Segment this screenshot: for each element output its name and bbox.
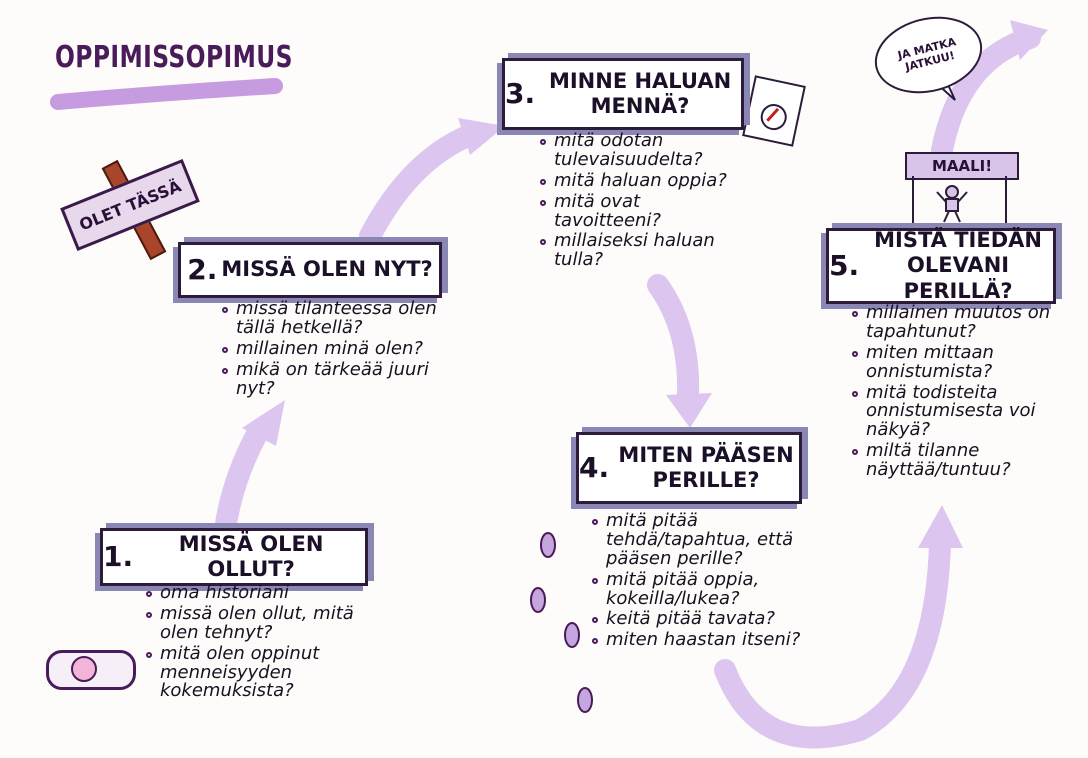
step-heading: MISTÄ TIEDÄN OLEVANI PERILLÄ? [874, 228, 1042, 303]
arrow-onward [931, 27, 1041, 161]
question-item: miltä tilanne näyttää/tuntuu? [852, 441, 1058, 480]
question-item: mitä olen oppinut menneisyyden kokemuksi… [146, 644, 376, 702]
arrowhead-1-to-2 [242, 400, 285, 446]
step-3-questions: mitä odotan tulevaisuudelta? mitä haluan… [540, 131, 750, 272]
arrow-1-to-2 [214, 421, 269, 541]
step-heading: MISSÄ OLEN NYT? [221, 257, 433, 282]
step-heading: MITEN PÄÄSEN PERILLE? [618, 442, 794, 492]
step-number: 4. [579, 451, 610, 485]
arrow-3-to-4 [647, 274, 700, 406]
finish-person-icon [936, 185, 968, 223]
step-4-heading-box: 4. MITEN PÄÄSEN PERILLE? [576, 432, 802, 504]
question-item: missä olen ollut, mitä olen tehnyt? [146, 604, 376, 643]
question-item: millainen muutos on tapahtunut? [852, 303, 1058, 342]
question-item: keitä pitää tavata? [592, 610, 838, 629]
arrowhead-3-to-4 [666, 393, 712, 428]
step-heading: MISSÄ OLEN OLLUT? [178, 531, 324, 581]
finish-pole-right [1005, 176, 1007, 224]
question-item: mitä pitää tehdä/tapahtua, että pääsen p… [592, 511, 838, 569]
question-item: millaiseksi haluan tulla? [540, 232, 750, 270]
arrowhead-onward [1010, 20, 1048, 60]
arrow-4-to-5 [714, 534, 951, 749]
step-number: 3. [505, 77, 536, 111]
question-item: oma historiani [146, 583, 376, 603]
step-1-heading-box: 1. MISSÄ OLEN OLLUT? [100, 528, 368, 586]
footprints [530, 532, 593, 713]
step-heading: MINNE HALUAN MENNÄ? [548, 68, 732, 118]
question-item: mitä todisteita onnistumisesta voi näkyä… [852, 383, 1058, 441]
arrow-2-to-3 [359, 124, 481, 247]
arrowhead-4-to-5 [918, 505, 963, 548]
arrowhead-2-to-3 [458, 118, 505, 155]
step-5-heading-box: 5. MISTÄ TIEDÄN OLEVANI PERILLÄ? [826, 228, 1056, 304]
question-item: mikä on tärkeää juuri nyt? [222, 360, 462, 399]
question-item: mitä haluan oppia? [540, 171, 750, 191]
finish-pole-left [912, 176, 914, 224]
question-item: mitä odotan tulevaisuudelta? [540, 131, 750, 170]
finish-banner: MAALI! [905, 152, 1019, 180]
step-number: 1. [103, 540, 134, 574]
page-title: OPPIMISSOPIMUS [55, 40, 293, 75]
step-2-heading-box: 2. MISSÄ OLEN NYT? [178, 242, 442, 298]
question-item: mitä ovat tavoitteeni? [540, 192, 750, 231]
question-item: miten haastan itseni? [592, 630, 838, 650]
step-2-questions: missä tilanteessa olen tällä hetkellä? m… [222, 299, 462, 400]
question-item: miten mittaan onnistumista? [852, 343, 1058, 382]
title-underline [50, 78, 283, 110]
step-4-questions: mitä pitää tehdä/tapahtua, että pääsen p… [592, 511, 838, 652]
question-item: mitä pitää oppia, kokeilla/lukea? [592, 570, 838, 609]
question-item: missä tilanteessa olen tällä hetkellä? [222, 299, 462, 338]
step-number: 5. [829, 249, 860, 283]
step-number: 2. [187, 253, 218, 287]
step-5-questions: millainen muutos on tapahtunut? miten mi… [852, 303, 1058, 482]
question-item: millainen minä olen? [222, 339, 462, 359]
step-1-questions: oma historiani missä olen ollut, mitä ol… [146, 583, 376, 703]
rearview-mirror-icon [46, 650, 136, 690]
step-3-heading-box: 3. MINNE HALUAN MENNÄ? [502, 58, 744, 130]
